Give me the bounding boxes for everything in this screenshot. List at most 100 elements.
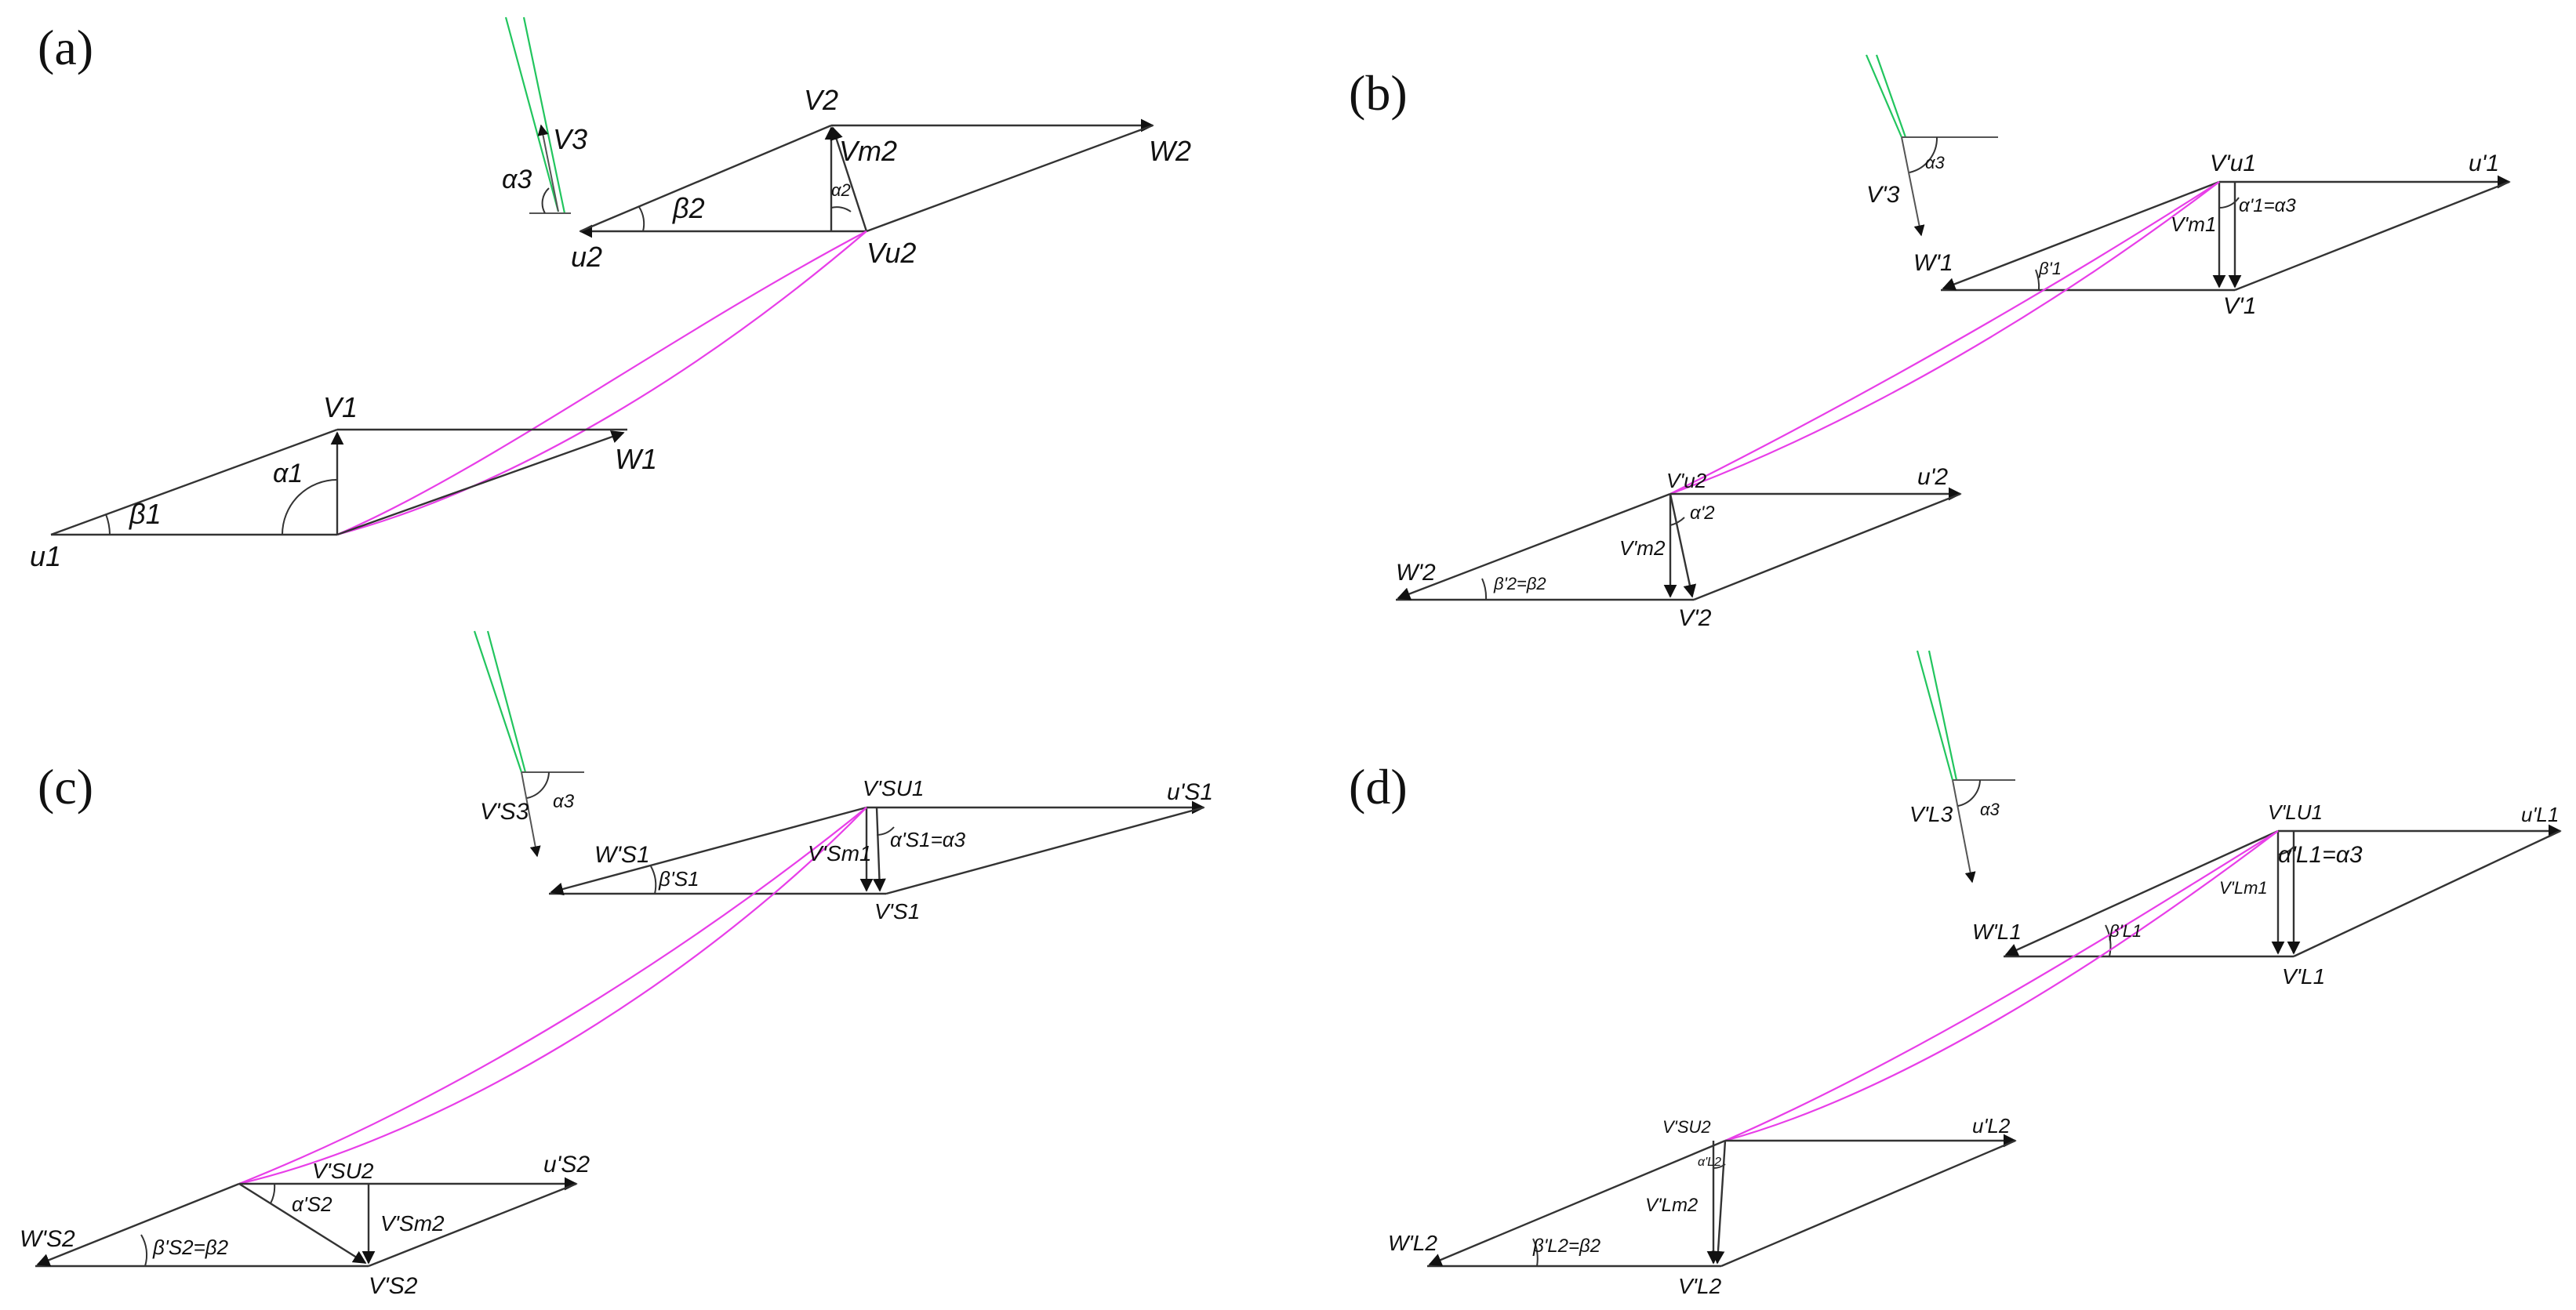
beta2-arc-b [1481,578,1488,601]
label-u2-a: u2 [571,241,602,273]
label-beta1-b: β'1 [2038,259,2062,278]
v3-vector-a [537,124,559,212]
label-beta2-c: β'S2=β2 [152,1236,229,1259]
label-alpha2-c: α'S2 [292,1192,332,1216]
beta1-arc-a [105,513,111,535]
w1-vector-a [336,430,625,536]
label-vu1-c: V'SU1 [863,776,925,800]
label-alpha2-d: α'L2 [1698,1156,1721,1169]
label-vu1-d: V'LU1 [2268,800,2323,824]
guide-vane-c [473,630,527,773]
label-w2-b: W'2 [1396,560,1436,586]
label-v2-b: V'2 [1678,605,1712,631]
beta2-arc-d [1532,1238,1539,1267]
label-v2-d: V'L2 [1678,1274,1722,1298]
label-vu2-d: V'SU2 [1662,1117,1711,1137]
label-alpha3-a: α3 [502,165,532,194]
u2-return-line-c [368,1182,577,1268]
label-v1-b: V'1 [2223,293,2256,319]
v1-hyp-line-a [50,428,338,536]
blade-curve-1-d [1724,830,2279,1142]
beta1-arc-c [650,865,657,895]
alpha2-arc-a [830,206,852,212]
blade-curve-2-c [238,807,867,1185]
alpha3-arc-c [526,771,550,799]
label-vm2-c: V'Sm2 [380,1211,445,1236]
label-beta1-d: β'L1 [2109,921,2142,941]
alpha3-arc-d [1957,779,1981,807]
label-w2-a: W2 [1149,135,1191,167]
w2-return-line-a [866,124,1154,233]
beta2-arc-c [140,1234,148,1267]
v3-vector-c [521,771,541,858]
w2-vector-c [36,1182,240,1267]
alpha2-arc-c [270,1183,276,1204]
label-beta2-b: β'2=β2 [1493,574,1546,593]
label-alpha3-c: α3 [553,791,575,812]
label-u1-a: u1 [30,540,61,572]
label-u2-d: u'L2 [1972,1114,2011,1138]
panel-a: (a) V2 Vm2 W2 V3 α3 β2 α2 u2 [30,16,1191,572]
label-alpha3-b: α3 [1925,153,1946,172]
label-v3-a: V3 [553,123,587,155]
label-v2-c: V'S2 [369,1273,418,1299]
v3-vector-b [1901,136,1925,237]
v2-vector-d [1711,1140,1727,1265]
beta1-arc-b [2035,269,2040,291]
w1-vector-b [1942,180,2220,291]
panel-c-tag: (c) [38,759,93,815]
blade-curve-2-d [1724,830,2279,1142]
panel-b-tag: (b) [1349,65,1408,121]
label-vm1-b: V'm1 [2171,212,2216,236]
label-vm2-d: V'Lm2 [1645,1195,1698,1216]
label-vm1-d: V'Lm1 [2219,878,2268,898]
label-v3-b: V'3 [1866,182,1900,208]
panel-d-tag: (d) [1349,759,1408,815]
alpha1-arc-a [282,479,338,535]
label-v1-c: V'S1 [874,899,920,924]
u2-return-line-b [1693,492,1961,601]
w2-vector-b [1397,492,1671,601]
label-alpha1-a: α1 [273,459,303,488]
label-alpha1-c: α'S1=α3 [890,828,966,851]
blade-curve-1-a [336,230,867,536]
label-beta1-a: β1 [129,498,162,530]
blade-curve-2-a [336,230,867,536]
label-v3-d: V'L3 [1909,802,1953,826]
v3-vector-d [1952,779,1976,884]
label-vu2-b: V'u2 [1666,469,1707,492]
w1-vector-d [2004,829,2279,956]
label-w1-b: W'1 [1913,250,1953,276]
alpha1-arc-b [2218,197,2240,209]
label-w1-d: W'L1 [1972,920,2022,944]
label-alpha1-d: α'L1=α3 [2278,842,2363,868]
beta2-arc-a [638,206,645,232]
v2-vector-b [1669,493,1697,598]
label-u1-b: u'1 [2469,151,2499,176]
panel-d: (d) V'L3 α3 V'LU1 u'L1 α'L1=α3 W'L1 β [1349,650,2562,1298]
label-beta1-c: β'S1 [658,867,699,891]
label-beta2-a: β2 [672,192,705,224]
alpha1-arc-c [876,826,895,836]
w2-vector-d [1428,1139,1726,1266]
label-alpha2-a: α2 [831,180,851,200]
alpha3-arc-a [541,187,550,214]
label-u2-c: u'S2 [543,1152,590,1178]
blade-curve-1-c [238,807,867,1185]
label-vu1-b: V'u1 [2210,151,2256,176]
label-vm1-c: V'Sm1 [808,841,872,865]
panel-b: (b) V'3 α3 V'u1 u'1 V'm1 α'1=α3 W'1 [1349,54,2511,631]
label-w2-d: W'L2 [1388,1231,1437,1255]
label-v1-a: V1 [323,391,358,423]
label-u1-c: u'S1 [1167,779,1213,805]
label-u2-b: u'2 [1917,464,1948,490]
label-u1-d: u'L1 [2521,803,2559,826]
label-alpha2-b: α'2 [1690,503,1715,524]
u1-return-line-d [2293,829,2561,958]
alpha1-arc-d [2277,846,2294,855]
label-beta2-d: β'L2=β2 [1532,1236,1600,1257]
label-w1-a: W1 [615,443,657,475]
label-w2-c: W'S2 [20,1226,75,1252]
w1-vector-c [550,806,867,896]
label-alpha1-b: α'1=α3 [2239,195,2296,216]
